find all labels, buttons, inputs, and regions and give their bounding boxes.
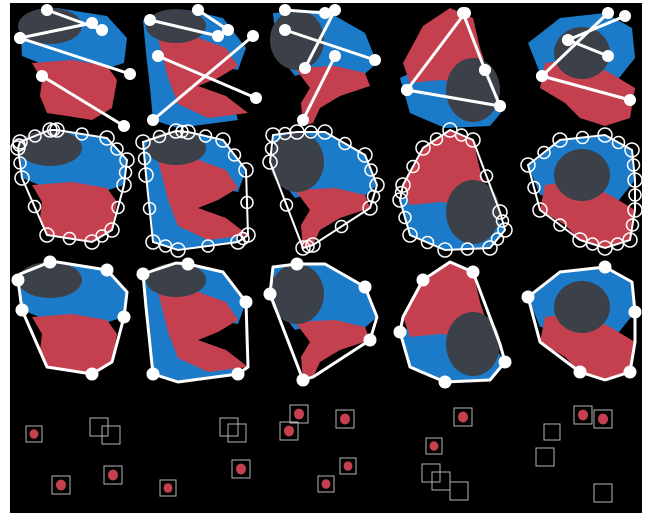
hull-point bbox=[499, 356, 512, 369]
annotation-point bbox=[192, 4, 204, 16]
crop-fragment bbox=[294, 409, 304, 420]
hull-point bbox=[364, 334, 377, 347]
annotation-point bbox=[247, 30, 259, 42]
annotation-point bbox=[457, 7, 469, 19]
annotation-point bbox=[369, 54, 381, 66]
annotation-point bbox=[279, 4, 291, 16]
hull-point bbox=[574, 366, 587, 379]
hull-point bbox=[264, 288, 277, 301]
annotation-point bbox=[602, 50, 614, 62]
hull-point bbox=[439, 376, 452, 389]
crop-fragment bbox=[430, 441, 439, 451]
crop-fragment bbox=[598, 414, 608, 425]
hull-point bbox=[599, 261, 612, 274]
annotation-point bbox=[297, 114, 309, 126]
annotation-point bbox=[279, 24, 291, 36]
hull-point bbox=[12, 274, 25, 287]
hull-point bbox=[232, 368, 245, 381]
annotation-point bbox=[144, 14, 156, 26]
annotation-point bbox=[36, 70, 48, 82]
hull-point bbox=[137, 268, 150, 281]
hull-point bbox=[417, 274, 430, 287]
annotation-point bbox=[602, 7, 614, 19]
crop-fragment bbox=[236, 464, 246, 475]
hull-point bbox=[16, 304, 29, 317]
annotation-point bbox=[147, 114, 159, 126]
hull-point bbox=[182, 258, 195, 271]
crop-fragment bbox=[284, 426, 294, 437]
dark-region bbox=[554, 281, 610, 333]
crop-fragment bbox=[340, 414, 350, 425]
annotation-point bbox=[619, 10, 631, 22]
annotation-point bbox=[222, 24, 234, 36]
hull-point bbox=[394, 326, 407, 339]
crop-fragment bbox=[108, 470, 118, 481]
annotation-point bbox=[250, 92, 262, 104]
hull-point bbox=[359, 281, 372, 294]
crop-fragment bbox=[164, 483, 173, 493]
annotation-point bbox=[96, 24, 108, 36]
dark-region bbox=[554, 149, 610, 201]
hull-point bbox=[291, 258, 304, 271]
annotation-point bbox=[124, 68, 136, 80]
annotation-point bbox=[118, 120, 130, 132]
crop-fragment bbox=[578, 410, 588, 421]
hull-point bbox=[101, 264, 114, 277]
dark-region bbox=[146, 131, 206, 165]
annotation-point bbox=[14, 32, 26, 44]
annotation-point bbox=[562, 34, 574, 46]
annotation-point bbox=[319, 7, 331, 19]
annotation-point bbox=[401, 84, 413, 96]
annotation-point bbox=[536, 70, 548, 82]
annotation-point bbox=[494, 100, 506, 112]
hull-point bbox=[522, 291, 535, 304]
annotation-point bbox=[152, 50, 164, 62]
crop-fragment bbox=[458, 412, 468, 423]
annotation-point bbox=[624, 94, 636, 106]
hull-point bbox=[624, 366, 637, 379]
hull-point bbox=[86, 368, 99, 381]
hull-point bbox=[147, 368, 160, 381]
annotation-point bbox=[212, 30, 224, 42]
crop-fragment bbox=[30, 429, 39, 439]
crop-fragment bbox=[322, 479, 331, 489]
crop-fragment bbox=[344, 461, 353, 471]
annotation-point bbox=[299, 62, 311, 74]
annotation-point bbox=[41, 4, 53, 16]
hull-point bbox=[629, 306, 642, 319]
hull-point bbox=[44, 256, 57, 269]
hull-point bbox=[240, 296, 253, 309]
annotation-point bbox=[479, 64, 491, 76]
hull-point bbox=[297, 374, 310, 387]
dark-region bbox=[146, 263, 206, 297]
hull-point bbox=[118, 311, 131, 324]
hull-point bbox=[467, 266, 480, 279]
crop-fragment bbox=[56, 480, 66, 491]
annotation-point bbox=[329, 50, 341, 62]
